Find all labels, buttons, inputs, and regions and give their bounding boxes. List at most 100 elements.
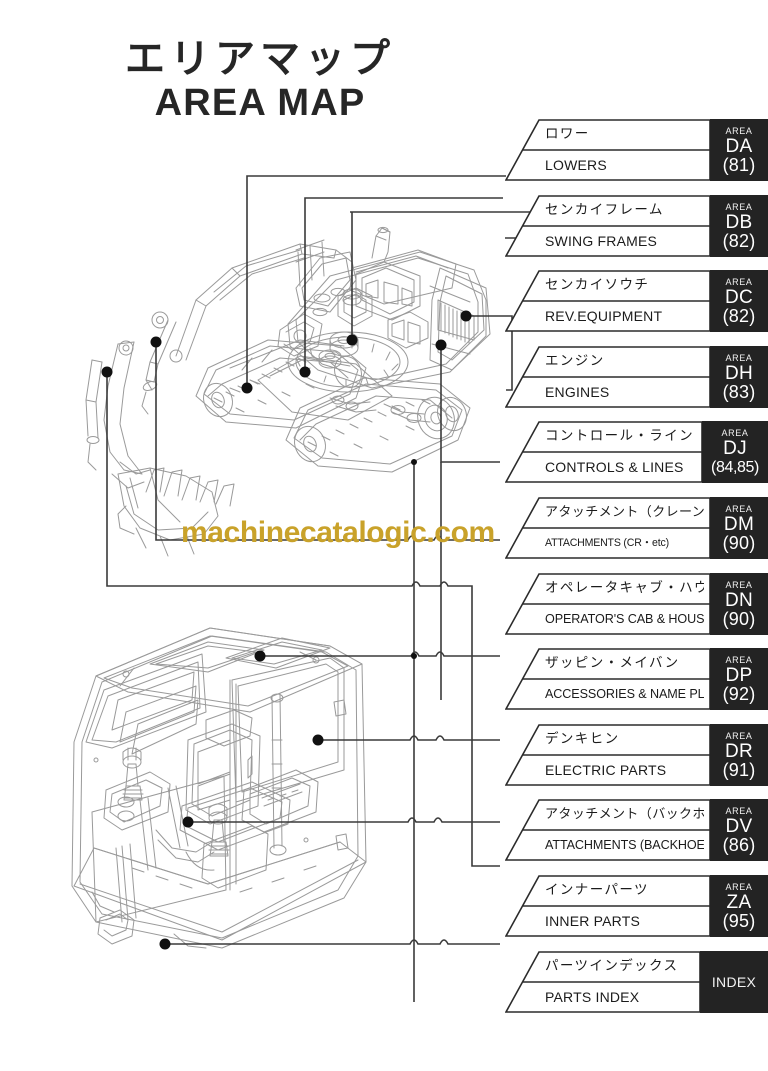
legend-label-jp: ロワー	[545, 126, 590, 142]
legend-row[interactable]: パーツインデックス PARTS INDEX INDEX	[505, 951, 768, 1013]
area-page-number: (90)	[722, 608, 756, 629]
junction-dot-1	[411, 653, 417, 659]
excavator-drawing	[85, 226, 491, 557]
area-page-number: (81)	[722, 154, 756, 175]
area-page-number: (95)	[722, 910, 756, 931]
legend-row-text: デンキヒン ELECTRIC PARTS	[545, 724, 704, 786]
legend-label-en: ACCESSORIES & NAME PLATES	[545, 687, 704, 701]
legend-label-jp: オペレータキャブ・ハウス	[545, 580, 704, 596]
marker-attachments-crane	[150, 336, 162, 348]
marker-engines	[460, 310, 472, 322]
legend-row-shape	[505, 497, 711, 559]
area-page-number: (91)	[722, 759, 756, 780]
area-caption: AREA	[725, 881, 753, 892]
legend-label-en: ATTACHMENTS (BACKHOE)	[545, 838, 704, 852]
area-page-number: (82)	[722, 230, 756, 251]
area-code: DM	[723, 513, 755, 535]
legend-row-text: アタッチメント（クレーン・他）ATTACHMENTS (CR・etc)	[545, 497, 704, 559]
marker-electric-parts	[182, 816, 194, 828]
legend-row-text: アタッチメント（バックホー） ATTACHMENTS (BACKHOE)	[545, 799, 704, 861]
marker-attachments-backhoe	[101, 366, 113, 378]
area-page-number: (86)	[722, 834, 756, 855]
marker-swing-frames	[299, 366, 311, 378]
marker-controls-lines	[435, 339, 447, 351]
legend-row-text: センカイフレーム SWING FRAMES	[545, 195, 704, 257]
operator-cab-drawing	[71, 627, 367, 949]
marker-lowers	[241, 382, 253, 394]
area-caption: AREA	[725, 276, 753, 287]
area-caption: AREA	[725, 654, 753, 665]
legend-label-jp: エンジン	[545, 353, 605, 369]
legend-row-text: コントロール・ライン CONTROLS & LINES	[545, 421, 696, 483]
watermark: machinecatalogic.com	[181, 516, 495, 549]
index-badge[interactable]: INDEX	[700, 951, 768, 1013]
area-code: ZA	[726, 891, 752, 913]
area-code: DV	[725, 815, 753, 837]
legend-label-en: PARTS INDEX	[545, 989, 640, 1005]
legend-label-en: REV.EQUIPMENT	[545, 308, 663, 324]
area-code: DJ	[723, 437, 747, 459]
legend-label-jp: デンキヒン	[545, 731, 620, 747]
area-page-number: (84,85)	[711, 458, 759, 476]
area-caption: AREA	[725, 125, 753, 136]
legend-label-jp: パーツインデックス	[545, 958, 679, 974]
legend-label-en: OPERATOR'S CAB & HOUSE	[545, 612, 704, 626]
marker-inner-parts	[159, 938, 171, 950]
legend-row-text: ザッピン・メイバン ACCESSORIES & NAME PLATES	[545, 648, 704, 710]
area-caption: AREA	[725, 579, 753, 590]
area-page-number: (82)	[722, 305, 756, 326]
area-code: DN	[724, 589, 754, 611]
area-caption: AREA	[725, 201, 753, 212]
area-caption: AREA	[725, 503, 753, 514]
area-code: DC	[724, 286, 754, 308]
legend-row[interactable]: アタッチメント（バックホー） ATTACHMENTS (BACKHOE) AREAD…	[505, 799, 768, 861]
legend-label-jp: アタッチメント（バックホー）	[545, 807, 704, 822]
legend-label-jp: センカイフレーム	[545, 202, 664, 218]
legend-label-en: CONTROLS & LINES	[545, 459, 684, 475]
legend-row[interactable]: ザッピン・メイバン ACCESSORIES & NAME PLATES AREADP…	[505, 648, 768, 710]
leader-markers	[101, 310, 472, 950]
legend-row[interactable]: オペレータキャブ・ハウス OPERATOR'S CAB & HOUSE AREADN…	[505, 573, 768, 635]
legend-row-shape	[505, 724, 711, 786]
index-label: INDEX	[711, 974, 757, 990]
area-caption: AREA	[725, 730, 753, 741]
area-page-number: (92)	[722, 683, 756, 704]
legend-row-shape	[505, 573, 711, 635]
legend-label-jp: ザッピン・メイバン	[545, 655, 680, 671]
legend-label-en: ELECTRIC PARTS	[545, 762, 667, 778]
legend-row[interactable]: アタッチメント（クレーン・他）ATTACHMENTS (CR・etc)AREAD…	[505, 497, 768, 559]
area-page-number: (83)	[722, 381, 756, 402]
area-caption: AREA	[721, 427, 749, 438]
legend-label-en: INNER PARTS	[545, 913, 641, 929]
junction-dot-2	[411, 459, 417, 465]
legend-label-en: SWING FRAMES	[545, 233, 658, 249]
area-code: DA	[725, 135, 753, 157]
legend-label-jp: コントロール・ライン	[545, 428, 694, 444]
marker-rev-equipment	[346, 334, 358, 346]
